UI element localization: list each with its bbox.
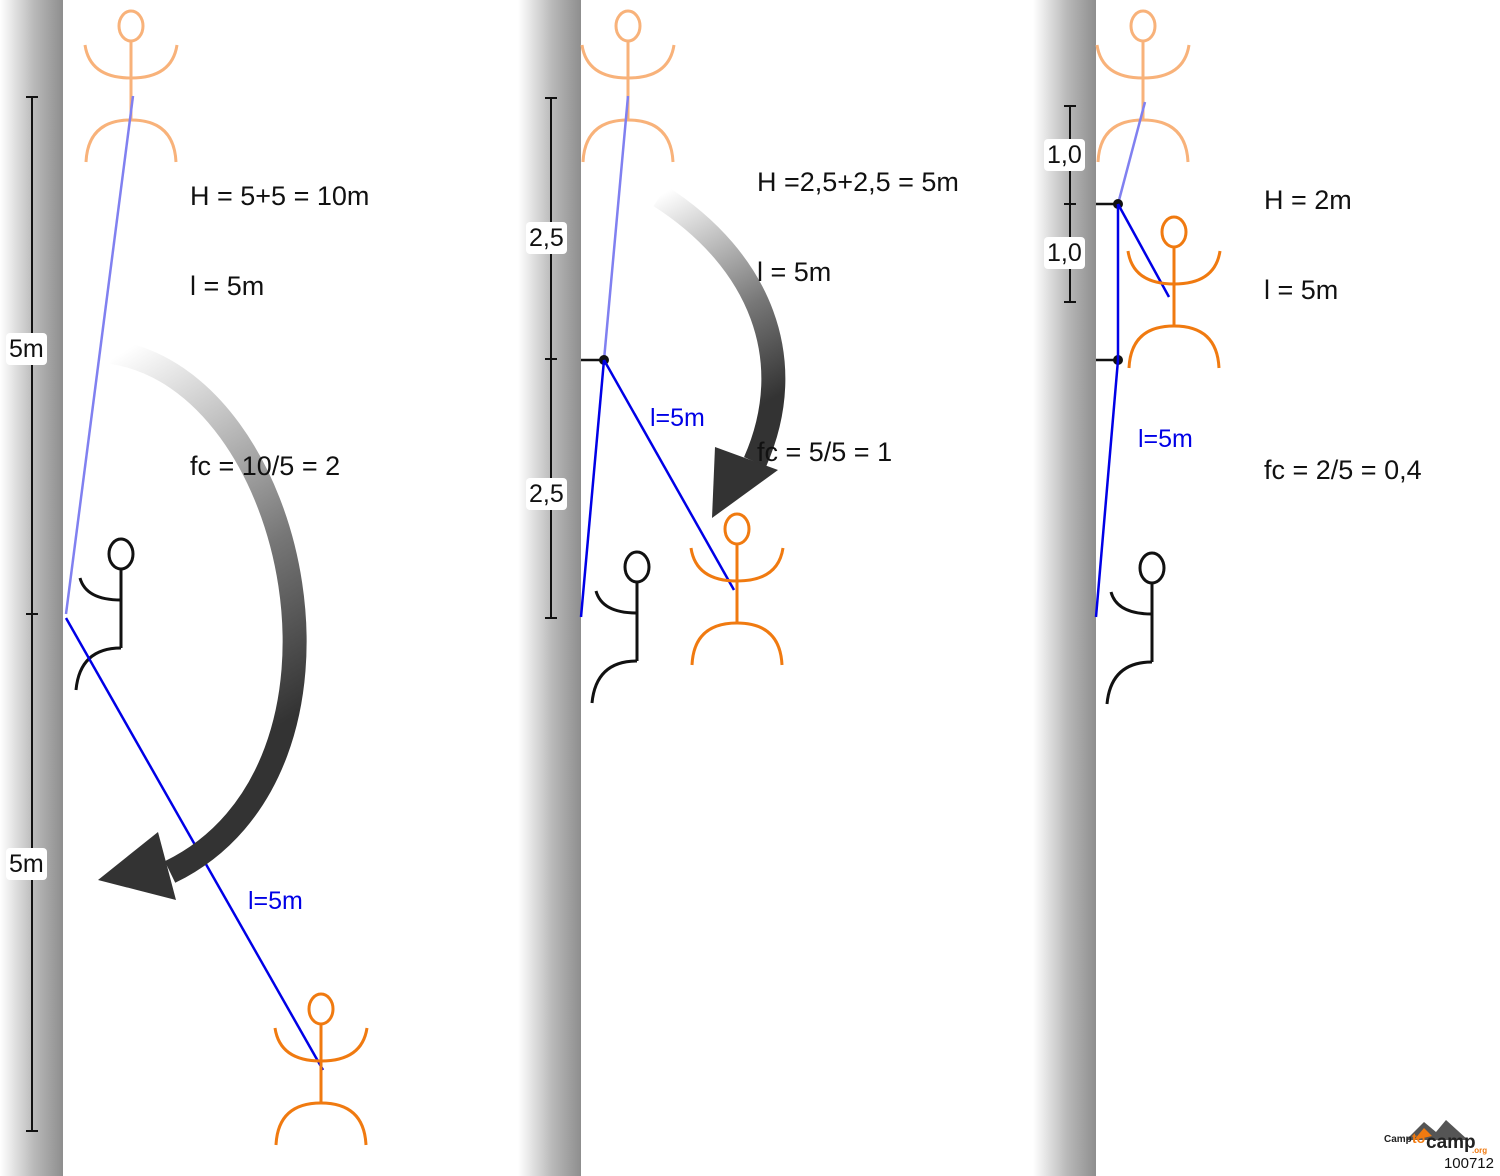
formula-height: H = 5+5 = 10m bbox=[190, 181, 370, 211]
formula-rope-length: l = 5m bbox=[757, 257, 832, 287]
formula-rope-length: l = 5m bbox=[190, 271, 265, 301]
formula-fall-factor: fc = 2/5 = 0,4 bbox=[1264, 455, 1422, 485]
belayer-icon bbox=[1105, 551, 1166, 705]
panel-1 bbox=[26, 9, 369, 1146]
logo-wordmark-mid: to bbox=[1412, 1130, 1426, 1146]
mountain-logo-icon bbox=[1406, 1120, 1468, 1140]
rope-to-belayer bbox=[579, 359, 606, 618]
formula-height: H = 2m bbox=[1264, 185, 1352, 215]
scale-label: 5m bbox=[6, 333, 47, 365]
formula-panel-1: H = 5+5 = 10m l = 5m fc = 10/5 = 2 bbox=[190, 121, 369, 511]
rope-to-faller bbox=[602, 359, 736, 591]
rope-upper bbox=[602, 95, 630, 361]
rope-to-belayer bbox=[1094, 359, 1120, 618]
falling-climber-icon bbox=[1126, 215, 1222, 369]
logo-wordmark-big: camp bbox=[1426, 1132, 1476, 1153]
formula-rope-length: l = 5m bbox=[1264, 275, 1339, 305]
belayer-icon bbox=[74, 537, 135, 691]
rope-length-label: l=5m bbox=[650, 404, 705, 432]
logo-wordmark-suffix: .org bbox=[1472, 1146, 1488, 1155]
rock-wall-2 bbox=[518, 0, 581, 1176]
height-scale-2 bbox=[545, 97, 557, 619]
formula-height: H =2,5+2,5 = 5m bbox=[757, 167, 959, 197]
falling-climber-icon bbox=[689, 512, 785, 666]
formula-panel-2: H =2,5+2,5 = 5m l = 5m fc = 5/5 = 1 bbox=[757, 107, 959, 497]
fall-arrow-icon bbox=[98, 340, 307, 900]
formula-fall-factor: fc = 10/5 = 2 bbox=[190, 451, 341, 481]
rope-length-label: l=5m bbox=[248, 887, 303, 915]
falling-climber-icon bbox=[580, 9, 676, 163]
scale-label: 1,0 bbox=[1044, 139, 1085, 171]
image-id: 100712 bbox=[1443, 1155, 1494, 1172]
formula-fall-factor: fc = 5/5 = 1 bbox=[757, 437, 893, 467]
rope-upper bbox=[64, 95, 135, 615]
scale-label: 2,5 bbox=[526, 222, 567, 254]
falling-climber-icon bbox=[273, 992, 369, 1146]
scale-label: 1,0 bbox=[1044, 237, 1085, 269]
falling-climber-icon bbox=[83, 9, 179, 163]
rock-wall-3 bbox=[1033, 0, 1096, 1176]
rope-length-label: l=5m bbox=[1138, 425, 1193, 453]
camptocamp-logo: Camp to camp .org 100712 bbox=[1384, 1110, 1494, 1172]
height-scale-3 bbox=[1064, 105, 1076, 303]
fall-arrow-icon bbox=[653, 185, 786, 518]
logo-wordmark-small: Camp bbox=[1384, 1134, 1412, 1145]
scale-label: 5m bbox=[6, 848, 47, 880]
rope-upper bbox=[1116, 101, 1147, 205]
formula-panel-3: H = 2m l = 5m fc = 2/5 = 0,4 bbox=[1264, 125, 1422, 515]
panel-3 bbox=[1064, 9, 1222, 705]
scale-label: 2,5 bbox=[526, 478, 567, 510]
height-scale-1 bbox=[26, 96, 38, 1132]
panel-2 bbox=[545, 9, 786, 704]
belayer-icon bbox=[590, 550, 651, 704]
falling-climber-icon bbox=[1095, 9, 1191, 163]
